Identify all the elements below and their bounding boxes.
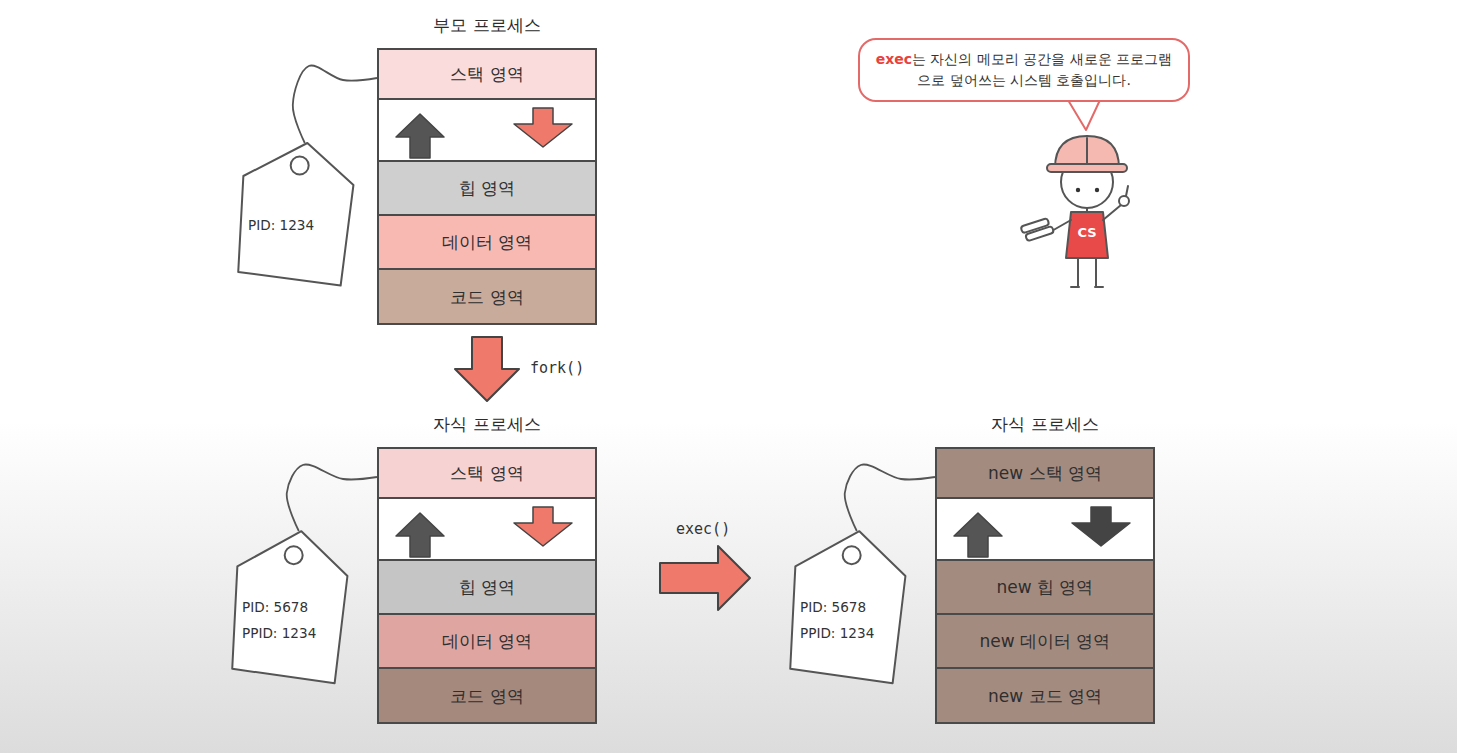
region-label: 데이터 영역 bbox=[442, 227, 532, 257]
process-arrow bbox=[455, 337, 519, 401]
eye bbox=[1095, 188, 1099, 192]
tag-string bbox=[287, 464, 377, 531]
hat-brim bbox=[1047, 164, 1127, 172]
memory-region: 스택 영역 bbox=[379, 449, 595, 499]
stack-growth-arrow bbox=[1072, 507, 1130, 546]
region-label: new 데이터 영역 bbox=[980, 626, 1111, 656]
memory-region: 코드 영역 bbox=[379, 268, 595, 323]
free-space bbox=[379, 499, 595, 559]
heap-growth-arrow bbox=[396, 114, 444, 158]
memory-region: 힙 영역 bbox=[379, 160, 595, 214]
region-label: 스택 영역 bbox=[450, 59, 523, 89]
process-box: 자식 프로세스 new 스택 영역 new 힙 영역 new 데이터 영역 new 코드… bbox=[935, 409, 1155, 724]
memory-region: 스택 영역 bbox=[379, 50, 595, 100]
memory-region: new 스택 영역 bbox=[937, 449, 1153, 499]
hat-ridge bbox=[1086, 138, 1088, 164]
pid-text: PID: 5678 bbox=[222, 594, 350, 620]
memory-region: new 힙 영역 bbox=[937, 559, 1153, 613]
leg bbox=[1095, 256, 1097, 286]
process-title: 자식 프로세스 bbox=[377, 409, 597, 439]
memory-region: 데이터 영역 bbox=[379, 613, 595, 667]
memory-region: new 코드 영역 bbox=[937, 667, 1153, 722]
engineer-character bbox=[1021, 136, 1129, 287]
eye bbox=[1076, 188, 1080, 192]
paper-rolls bbox=[1021, 217, 1054, 241]
heap-growth-arrow bbox=[396, 513, 444, 557]
memory-region: 데이터 영역 bbox=[379, 214, 595, 268]
free-space bbox=[379, 100, 595, 160]
region-label: new 스택 영역 bbox=[988, 458, 1102, 488]
pid-text: PID: 5678 bbox=[780, 594, 908, 620]
region-label: new 힙 영역 bbox=[997, 572, 1094, 602]
pid-tag: PID: 5678PPID: 1234 bbox=[780, 528, 908, 688]
memory-region: 힙 영역 bbox=[379, 559, 595, 613]
process-title: 부모 프로세스 bbox=[377, 10, 597, 40]
edge-label: exec() bbox=[673, 520, 733, 538]
region-label: 코드 영역 bbox=[450, 681, 523, 711]
region-label: 힙 영역 bbox=[459, 173, 515, 203]
pid-text: PID: 1234 bbox=[228, 212, 356, 238]
edge-label: fork() bbox=[527, 359, 587, 377]
shirt-logo: CS bbox=[1071, 224, 1103, 242]
arm bbox=[1103, 205, 1121, 220]
process-box: 부모 프로세스스택 영역힙 영역데이터 영역코드 영역 bbox=[377, 10, 597, 325]
foot bbox=[1095, 286, 1103, 288]
process-title: 자식 프로세스 bbox=[935, 409, 1155, 439]
tag-shape bbox=[238, 143, 353, 286]
process-arrow bbox=[660, 546, 750, 610]
hand bbox=[1119, 196, 1129, 206]
bubble-tail bbox=[1068, 100, 1100, 130]
tag-outline bbox=[228, 140, 356, 290]
tag-hole bbox=[285, 546, 303, 564]
region-label: 데이터 영역 bbox=[442, 626, 532, 656]
pid-text: PPID: 1234 bbox=[780, 620, 908, 646]
bubble-text: exec는 자신의 메모리 공간을 새로운 프로그램으로 덮어쓰는 시스템 호출… bbox=[874, 49, 1174, 91]
foot bbox=[1071, 286, 1079, 288]
pid-tag: PID: 5678PPID: 1234 bbox=[222, 528, 350, 688]
shirt bbox=[1066, 212, 1108, 258]
stack-growth-arrow bbox=[514, 507, 572, 546]
pid-text: PPID: 1234 bbox=[222, 620, 350, 646]
region-label: 코드 영역 bbox=[450, 282, 523, 312]
memory-region: new 데이터 영역 bbox=[937, 613, 1153, 667]
tag-string bbox=[845, 464, 935, 531]
region-label: 스택 영역 bbox=[450, 458, 523, 488]
tag-string bbox=[293, 65, 377, 143]
region-label: new 코드 영역 bbox=[988, 681, 1102, 711]
process-box: 자식 프로세스스택 영역힙 영역데이터 영역코드 영역 bbox=[377, 409, 597, 724]
leg bbox=[1077, 256, 1079, 286]
memory-gaps bbox=[379, 100, 1153, 559]
free-space bbox=[937, 499, 1153, 559]
speech-bubble: exec는 자신의 메모리 공간을 새로운 프로그램으로 덮어쓰는 시스템 호출… bbox=[858, 38, 1190, 102]
pid-tag: PID: 1234 bbox=[228, 140, 356, 290]
region-label: 힙 영역 bbox=[459, 572, 515, 602]
finger bbox=[1126, 186, 1128, 196]
heap-growth-arrow bbox=[954, 513, 1002, 557]
tag-hole bbox=[291, 157, 309, 175]
memory-region: 코드 영역 bbox=[379, 667, 595, 722]
stack-growth-arrow bbox=[514, 108, 572, 147]
tag-hole bbox=[843, 546, 861, 564]
